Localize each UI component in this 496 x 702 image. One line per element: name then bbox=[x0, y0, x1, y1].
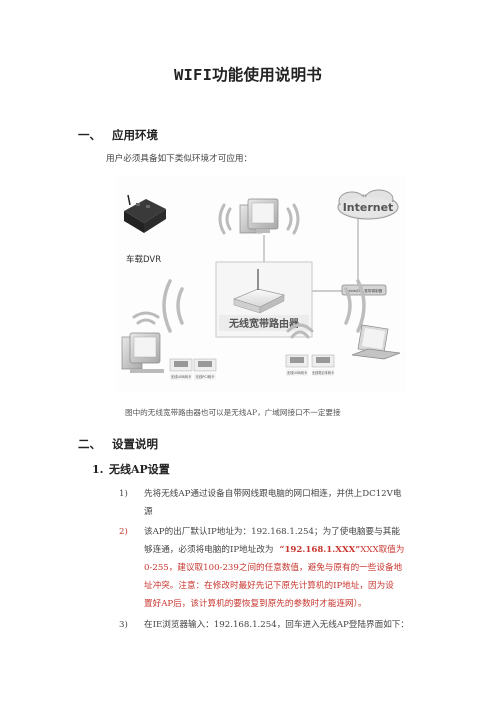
subsection-number: 1. bbox=[92, 463, 104, 476]
wifi-signal-left-icon bbox=[132, 311, 160, 325]
section-title: 应用环境 bbox=[112, 128, 158, 142]
dvr-label: 车载DVR bbox=[126, 254, 161, 265]
step-number: 2) bbox=[119, 527, 128, 537]
section-heading-settings: 二、设置说明 bbox=[78, 436, 158, 452]
card-label-notebook-right: 无线笔记本网卡 bbox=[312, 370, 335, 375]
step-line: 源 bbox=[144, 507, 153, 517]
wifi-signal-right-icon bbox=[286, 323, 314, 339]
section-heading-environment: 一、应用环境 bbox=[78, 127, 158, 143]
dvr-device-icon bbox=[124, 194, 166, 233]
network-diagram: Internet Cable/DSL宽带调制器 车载DVR bbox=[116, 177, 406, 392]
wireless-card-icons-right: 无线USB网卡 无线笔记本网卡 bbox=[285, 354, 335, 376]
laptop-icon bbox=[351, 324, 401, 360]
wifi-signal-icon bbox=[218, 203, 300, 235]
card-label-usb-right: 无线USB网卡 bbox=[287, 370, 308, 375]
desktop-computer-left-icon bbox=[121, 332, 164, 373]
step-line-red: 0-255，建议取100-239之间的任意数值，避免与原有的一些设备地 bbox=[144, 563, 403, 573]
step-line-red: 址冲突。注意：在修改时最好先记下原先计算机的IP地址，因为设 bbox=[144, 581, 394, 591]
subsection-heading-ap: 1. 无线AP设置 bbox=[92, 461, 170, 477]
step-3: 3) 在IE浏览器输入：192.168.1.254，回车进入无线AP登陆界面如下… bbox=[119, 616, 419, 634]
section-number: 二、 bbox=[78, 437, 101, 451]
section-title: 设置说明 bbox=[112, 437, 158, 451]
figure-caption: 图中的无线宽带路由器也可以是无线AP，广域网接口不一定要接 bbox=[125, 408, 341, 417]
ip-address-highlight: “192.168.1.XXX” bbox=[279, 545, 361, 555]
router-wifi-signal-icon bbox=[162, 279, 366, 333]
step-line: 够连通，必须将电脑的IP地址改为 “192.168.1.XXX”XXX取值为 bbox=[144, 541, 416, 559]
step-line: 在IE浏览器输入：192.168.1.254，回车进入无线AP登陆界面如下： bbox=[144, 620, 409, 630]
step-line-red: 置好AP后，该计算机的要恢复到原先的参数时才能连网）。 bbox=[144, 599, 367, 609]
internet-cloud-icon: Internet bbox=[337, 189, 399, 220]
desktop-computer-top-icon bbox=[239, 198, 279, 234]
wireless-card-icons-left: 无线USB网卡 无线PCI网卡 bbox=[169, 358, 217, 380]
step-1: 1) 先将无线AP通过设备自带网线跟电脑的网口相连，并供上DC12V电 源 bbox=[119, 485, 419, 521]
modem-label: Cable/DSL宽带调制器 bbox=[346, 288, 383, 293]
step-2: 2) 该AP的出厂默认IP地址为：192.168.1.254；为了使电脑要与其能… bbox=[119, 523, 419, 613]
section-number: 一、 bbox=[78, 128, 101, 142]
step-text: 够连通，必须将电脑的IP地址改为 bbox=[144, 545, 274, 555]
step-line: 该AP的出厂默认IP地址为：192.168.1.254；为了使电脑要与其能 bbox=[144, 527, 400, 537]
section-intro: 用户必须具备如下类似环境才可应用： bbox=[106, 154, 253, 164]
card-label-usb-left: 无线USB网卡 bbox=[171, 374, 192, 379]
internet-label: Internet bbox=[343, 201, 394, 214]
subsection-title: 无线AP设置 bbox=[109, 463, 170, 476]
card-label-pci-left: 无线PCI网卡 bbox=[196, 374, 216, 379]
router-label: 无线宽带路由器 bbox=[228, 317, 300, 330]
step-line: 先将无线AP通过设备自带网线跟电脑的网口相连，并供上DC12V电 bbox=[144, 489, 402, 499]
step-text-red: XXX取值为 bbox=[360, 545, 405, 555]
page-title: WIFI功能使用说明书 bbox=[173, 66, 323, 84]
step-number: 1) bbox=[119, 489, 128, 499]
step-number: 3) bbox=[119, 620, 128, 630]
